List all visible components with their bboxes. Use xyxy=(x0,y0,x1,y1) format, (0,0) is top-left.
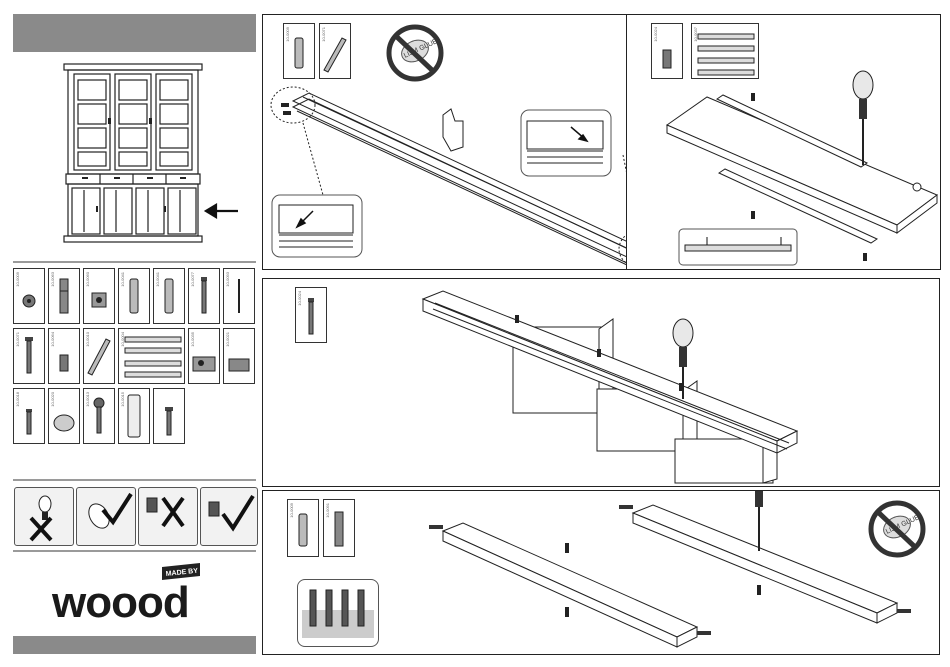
hammer-icon xyxy=(209,502,219,516)
hardware-tile-2: 10-0063 xyxy=(48,268,80,324)
hardware-tile-9: 10-0064 xyxy=(48,328,80,384)
checkmark-icon xyxy=(103,494,131,522)
detail-callout-right xyxy=(521,110,611,176)
detail-callout-left xyxy=(272,195,362,257)
side-panel-assembly-drawing xyxy=(263,279,939,486)
hardware-tile-16: 10-0013 xyxy=(83,388,115,444)
hardware-code: 10-0021 xyxy=(225,332,230,347)
hardware-tile-11: 10-0004 xyxy=(118,328,185,384)
screw-icon xyxy=(25,337,33,373)
logo-wordmark: woood xyxy=(51,578,189,625)
cam-lock-icon xyxy=(23,295,35,307)
hardware-tile-10: 10-0010 xyxy=(83,328,115,384)
screw-icon xyxy=(165,407,173,435)
hardware-tile-4: 10-0041 xyxy=(118,268,150,324)
screw-icon xyxy=(26,409,32,434)
screwdriver-icon xyxy=(853,71,873,165)
hardware-tile-17: 10-0015 xyxy=(118,388,150,444)
hardware-code: 10-0035 xyxy=(190,332,195,347)
sidebar-separator-3 xyxy=(13,550,256,552)
step-panel-3: 10-0024 xyxy=(262,278,940,487)
hinge-plate-icon xyxy=(229,359,249,371)
hardware-tile-8: 10-0071 xyxy=(13,328,45,384)
cross-icon xyxy=(31,518,51,540)
sidebar-footer-bar xyxy=(13,636,256,654)
dowel-icon xyxy=(130,279,138,313)
hardware-code: 10-0071 xyxy=(15,332,20,347)
brand-logo: MADE BY woood xyxy=(50,563,230,625)
panel-dowel-drawing xyxy=(263,491,939,654)
slide-mount-drawing xyxy=(627,15,940,269)
hardware-tile-5: 10-0041 xyxy=(153,268,185,324)
hardware-code: 10-0020 xyxy=(50,392,55,407)
hardware-code: 10-0093 xyxy=(225,272,230,287)
rail-icon xyxy=(88,339,110,375)
cabinet-illustration xyxy=(60,62,250,247)
hardware-tile-14: 10-0018 xyxy=(13,388,45,444)
hardware-code: 10-0015 xyxy=(120,392,125,407)
knob-icon xyxy=(54,415,74,431)
hinge-icon xyxy=(193,357,215,371)
sidebar-header-bar xyxy=(13,14,256,52)
handle-icon xyxy=(128,395,140,437)
hardware-code: 10-0041 xyxy=(120,272,125,287)
cross-icon xyxy=(163,498,183,526)
hardware-grid: 10-0009 10-0063 10-0060 10-0041 10-0041 … xyxy=(13,268,257,444)
glue-tile-yes-1 xyxy=(76,487,136,546)
hardware-tile-15: 10-0020 xyxy=(48,388,80,444)
hardware-code: 10-0013 xyxy=(85,392,90,407)
arrow-left-icon xyxy=(206,205,238,217)
connector-bolt-icon xyxy=(60,279,68,313)
hardware-tile-3: 10-0060 xyxy=(83,268,115,324)
dowel-icon xyxy=(165,279,173,313)
screw-icon xyxy=(201,277,207,313)
hardware-tile-7: 10-0093 xyxy=(223,268,255,324)
rail-assembly-drawing xyxy=(263,15,672,269)
sidebar-separator-2 xyxy=(13,479,256,481)
hardware-tile-18 xyxy=(153,388,185,444)
hardware-code: 10-0060 xyxy=(85,272,90,287)
no-glue-warning-bottom: LIJM GLUE xyxy=(867,499,927,559)
sidebar-separator-1 xyxy=(13,261,256,263)
hardware-code: 10-0009 xyxy=(15,272,20,287)
hardware-code: 10-0077 xyxy=(190,272,195,287)
hardware-code: 10-0004 xyxy=(120,332,125,347)
hardware-tile-13: 10-0021 xyxy=(223,328,255,384)
hardware-code: 10-0018 xyxy=(15,392,20,407)
hardware-tile-1: 10-0009 xyxy=(13,268,45,324)
hardware-code: 10-0064 xyxy=(50,332,55,347)
glue-tile-no-1 xyxy=(14,487,74,546)
hardware-code: 10-0063 xyxy=(50,272,55,287)
step-panel-1: 10-0009 10-0071 LIJM GLUE xyxy=(262,14,673,270)
hammer-icon xyxy=(147,498,157,512)
glue-bottle-icon xyxy=(39,496,51,520)
step-panel-4: 10-0009 10-0091 LIJM GLUE xyxy=(262,490,940,655)
hardware-tile-12: 10-0035 xyxy=(188,328,220,384)
checkmark-icon xyxy=(223,496,253,528)
hardware-tile-6: 10-0077 xyxy=(188,268,220,324)
glue-tile-yes-2 xyxy=(200,487,258,546)
screwdriver-icon xyxy=(749,491,769,551)
hardware-code: 10-0041 xyxy=(155,272,160,287)
short-screw-icon xyxy=(60,355,68,371)
pointing-hand-icon xyxy=(443,109,463,151)
bolt-icon xyxy=(94,398,104,433)
hardware-code: 10-0010 xyxy=(85,332,90,347)
glue-tile-no-2 xyxy=(138,487,198,546)
drawer-slide-icon xyxy=(125,337,181,377)
step-panel-2: 10-0024 10-0037 xyxy=(626,14,941,270)
cam-nut-icon xyxy=(92,293,106,307)
